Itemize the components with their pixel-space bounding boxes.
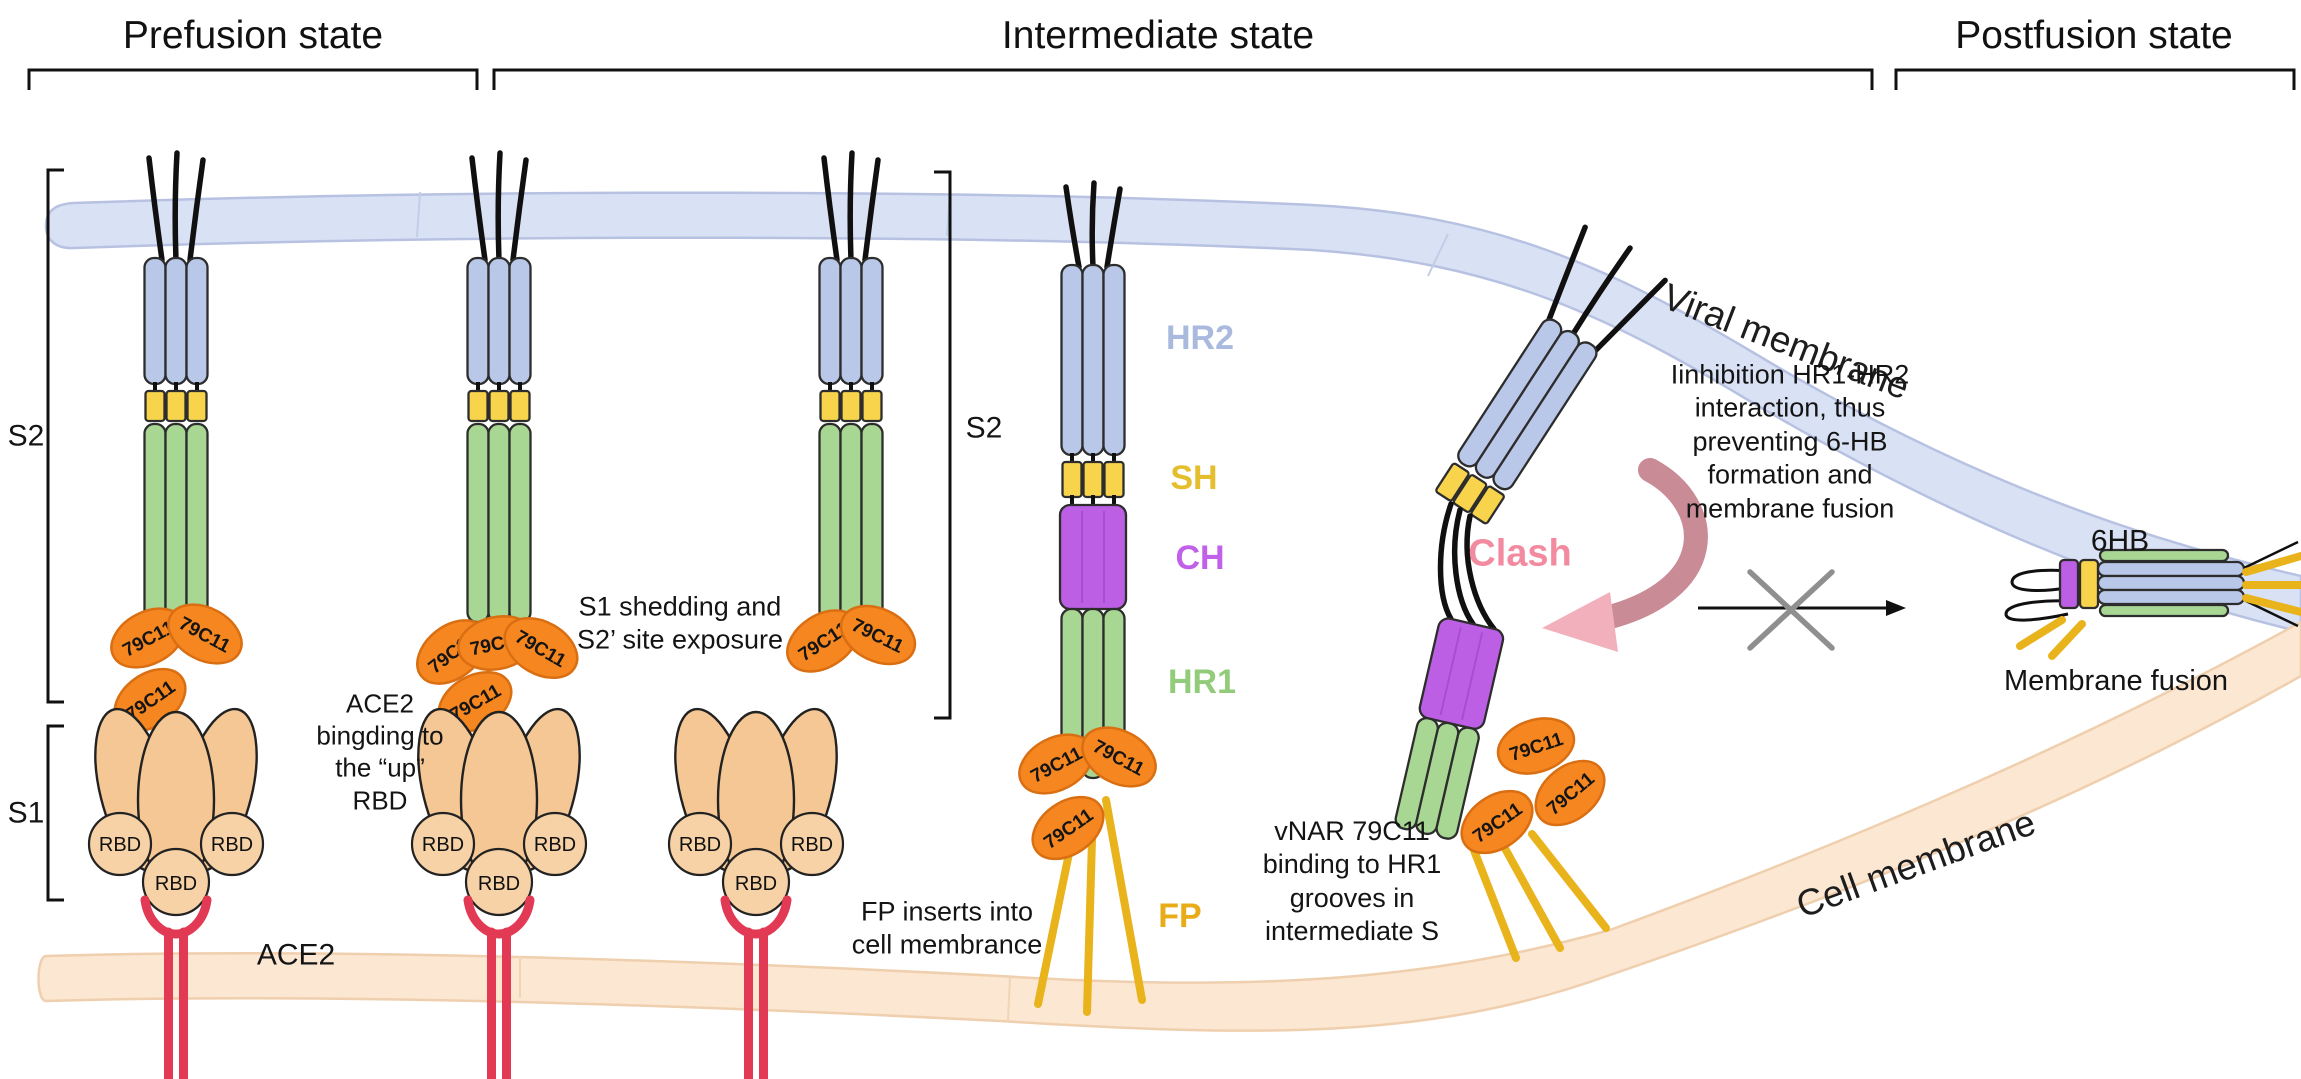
annotation-inhibition: Iinhibition HR1-HR2 interaction, thus pr… xyxy=(1670,359,1910,524)
fp-lines xyxy=(1466,830,1610,962)
six-hb-label: 6HB xyxy=(2090,524,2150,558)
clash-label: Clash xyxy=(1468,532,1572,575)
header-postfusion: Postfusion state xyxy=(1955,13,2233,57)
blocked-cross-icon xyxy=(1747,569,1835,651)
spike-intermediate-bound xyxy=(1394,224,1668,962)
annotation-vnar-binding: vNAR 79C11 binding to HR1 grooves in int… xyxy=(1262,816,1442,947)
annotation-ace2-binding: ACE2 bingding to the “up” RBD xyxy=(316,688,444,816)
domain-label-fp: FP xyxy=(1158,896,1202,935)
domain-label-hr2: HR2 xyxy=(1165,318,1235,357)
bracket-intermediate xyxy=(492,68,1874,90)
domain-label-hr1: HR1 xyxy=(1167,662,1237,701)
s2-bracket-mid xyxy=(934,170,952,720)
s1-crown xyxy=(79,700,273,917)
membrane-fusion-label: Membrane fusion xyxy=(2003,665,2229,698)
s1-bracket-left xyxy=(46,724,64,902)
bracket-prefusion xyxy=(27,68,479,90)
s1-crown-shed xyxy=(659,700,853,917)
spike-prefusion-2 xyxy=(402,153,596,1079)
six-helix-bundle xyxy=(2004,540,2301,660)
s2-left-label: S2 xyxy=(7,419,45,453)
header-intermediate: Intermediate state xyxy=(1001,13,1315,57)
s2-bracket-left xyxy=(46,168,64,704)
viral-membrane-seam xyxy=(1427,233,1449,277)
cell-membrane-seam xyxy=(1007,976,1011,1021)
spike-prefusion-1 xyxy=(79,153,273,1079)
s2-mid-label: S2 xyxy=(965,411,1003,445)
header-prefusion: Prefusion state xyxy=(122,13,384,57)
domain-label-ch: CH xyxy=(1175,538,1225,577)
spike-intermediate-extended xyxy=(1008,180,1167,1016)
viral-membrane-seam xyxy=(416,191,421,238)
annotation-s1-shedding: S1 shedding and S2’ site exposure xyxy=(576,591,784,655)
domain-label-sh: SH xyxy=(1170,458,1218,497)
annotation-fp-inserts: FP inserts into cell membrance xyxy=(851,896,1043,960)
s1-left-label: S1 xyxy=(7,796,45,830)
clash-arrow xyxy=(1542,458,1708,652)
cell-membrane xyxy=(37,620,2301,1032)
bracket-postfusion xyxy=(1894,68,2296,90)
ace2-label: ACE2 xyxy=(256,938,336,972)
viral-membrane xyxy=(44,191,2301,634)
